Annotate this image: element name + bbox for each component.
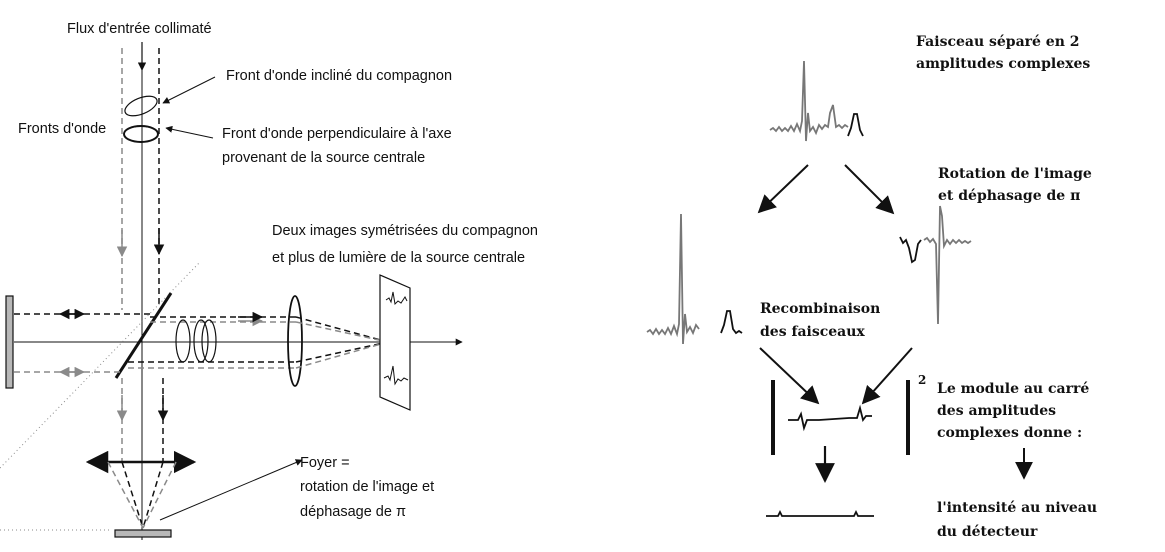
- pointer-perp-front: [165, 125, 214, 139]
- label-recomb-2: des faisceaux: [760, 324, 865, 340]
- label-rotation-1: Rotation de l'image: [938, 166, 1092, 182]
- label-focus-1: Foyer =: [300, 455, 350, 471]
- label-perp-front-2: provenant de la source centrale: [222, 150, 425, 166]
- focus-mirror: [114, 529, 172, 538]
- label-split-2: amplitudes complexes: [916, 56, 1090, 72]
- converging-ray-2: [295, 321, 389, 343]
- label-intensity-1: l'intensité au niveau: [937, 500, 1097, 516]
- signal-right-branch: [899, 236, 922, 264]
- tilted-wavefront-ellipse: [124, 95, 158, 117]
- signal-left-branch: [646, 213, 700, 345]
- output-wavefront-3: [201, 319, 217, 363]
- right-signal-diagram: Faisceau séparé en 2 amplitudes complexe…: [646, 34, 1097, 540]
- arrow-split-right: [844, 164, 895, 215]
- converging-ray-3: [295, 341, 389, 363]
- label-two-images-2: et plus de lumière de la source centrale: [272, 250, 525, 266]
- signal-left-branch-companion: [720, 310, 743, 335]
- focus-ray-2: [142, 461, 164, 529]
- signal-recombined: [788, 404, 872, 432]
- signal-split-beam: [769, 60, 849, 142]
- detector-plane: [379, 274, 411, 411]
- signal-right-branch-main: [923, 205, 972, 325]
- label-recomb-1: Recombinaison: [760, 301, 880, 317]
- left-optical-diagram: Flux d'entrée collimaté Front d'onde inc…: [0, 21, 538, 540]
- focusing-lens: [287, 295, 303, 387]
- pointer-focus: [159, 459, 303, 521]
- perpendicular-wavefront-ellipse: [123, 125, 159, 143]
- label-focus-3: déphasage de π: [300, 504, 406, 520]
- label-focus-2: rotation de l'image et: [300, 479, 434, 495]
- label-wavefronts: Fronts d'onde: [18, 121, 106, 137]
- label-modulus-2: des amplitudes: [937, 403, 1056, 419]
- label-tilted-front: Front d'onde incliné du compagnon: [226, 68, 452, 84]
- label-modulus-1: Le module au carré: [937, 381, 1089, 397]
- label-modulus-3: complexes donne :: [937, 425, 1082, 441]
- label-split-1: Faisceau séparé en 2: [916, 34, 1080, 50]
- label-two-images-1: Deux images symétrisées du compagnon: [272, 223, 538, 239]
- dotted-diagonal: [0, 261, 201, 469]
- output-wavefront-2: [193, 319, 209, 363]
- converging-ray-4: [295, 341, 389, 369]
- arrow-recomb-left: [759, 347, 820, 405]
- arrow-recomb-right: [861, 347, 913, 405]
- focus-ray-4: [142, 461, 177, 529]
- detector-signal-top: [385, 291, 408, 306]
- label-input-flux: Flux d'entrée collimaté: [67, 21, 212, 37]
- converging-ray-1: [295, 316, 389, 343]
- signal-split-beam-companion: [847, 113, 864, 137]
- output-wavefront-1: [175, 319, 191, 363]
- beam-splitter: [114, 292, 173, 379]
- signal-intensity: [766, 509, 874, 517]
- flat-mirror-left: [5, 295, 14, 389]
- arrow-split-left: [757, 164, 809, 214]
- label-intensity-2: du détecteur: [937, 524, 1038, 540]
- detector-signal-bottom: [383, 365, 409, 386]
- label-perp-front-1: Front d'onde perpendiculaire à l'axe: [222, 126, 452, 142]
- focus-ray-1: [121, 461, 144, 529]
- pointer-tilted-front: [162, 76, 216, 104]
- label-exponent: 2: [918, 373, 926, 387]
- focus-ray-3: [107, 461, 144, 529]
- label-rotation-2: et déphasage de π: [938, 188, 1080, 204]
